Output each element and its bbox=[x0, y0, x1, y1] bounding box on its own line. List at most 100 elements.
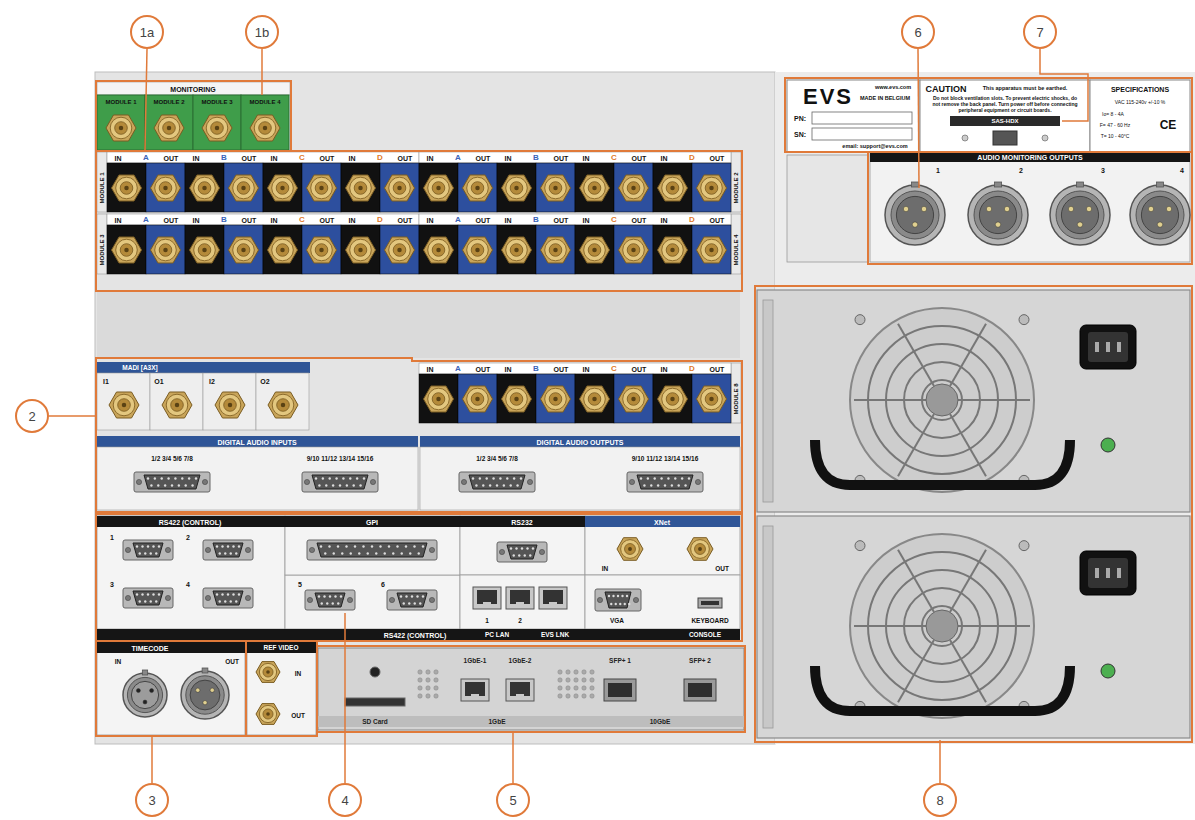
io-cell bbox=[614, 225, 653, 274]
rj45-opening bbox=[465, 682, 485, 696]
bnc-socket bbox=[627, 182, 640, 195]
db-pin bbox=[409, 552, 411, 554]
bnc-pin bbox=[228, 403, 233, 408]
bnc-pin bbox=[167, 126, 172, 131]
group-outline bbox=[96, 151, 742, 291]
bnc-socket bbox=[211, 122, 224, 135]
bnc-pin bbox=[436, 186, 441, 191]
bnc-socket bbox=[315, 182, 328, 195]
blank-plate bbox=[97, 292, 740, 358]
bnc-pin bbox=[202, 248, 207, 253]
bnc-body bbox=[701, 239, 723, 261]
rj45-notch bbox=[471, 694, 479, 697]
db-face bbox=[317, 543, 427, 557]
panel-label: I1 bbox=[103, 378, 109, 385]
vent-hole bbox=[558, 678, 562, 682]
db-pin bbox=[350, 552, 352, 554]
db-pin bbox=[688, 477, 690, 479]
panel-label: O2 bbox=[260, 378, 269, 385]
bnc-nut bbox=[190, 237, 220, 263]
xlr-shell bbox=[885, 185, 945, 245]
db-face bbox=[507, 545, 537, 559]
panel-label: TIMECODE bbox=[132, 644, 169, 651]
panel-section: RS422 (CONTROL)123456RS422 (CONTROL) bbox=[97, 516, 460, 640]
xlr-shell bbox=[1130, 185, 1190, 245]
bnc-pin bbox=[280, 248, 285, 253]
panel-section: XNetINOUT bbox=[585, 516, 740, 575]
panel-label: XNet bbox=[654, 518, 670, 525]
db-pin bbox=[496, 484, 498, 486]
inlet-pin bbox=[1117, 342, 1121, 352]
inlet-face bbox=[1088, 558, 1128, 588]
bnc-nut bbox=[162, 392, 192, 418]
db-pin bbox=[654, 477, 656, 479]
bnc-socket bbox=[549, 244, 562, 257]
db-pin bbox=[401, 552, 403, 554]
bnc-socket bbox=[259, 122, 272, 135]
io-cell bbox=[380, 163, 419, 212]
usb-opening bbox=[701, 601, 719, 605]
panel-label: RS422 (CONTROL) bbox=[159, 518, 222, 525]
db-pin bbox=[315, 477, 317, 479]
db-screw bbox=[136, 479, 141, 484]
db-pin bbox=[650, 484, 652, 486]
spec-plate bbox=[1090, 80, 1190, 152]
db-pin bbox=[171, 484, 173, 486]
leader-line bbox=[49, 415, 95, 417]
inlet-pin bbox=[1117, 568, 1121, 578]
db-screw bbox=[695, 479, 700, 484]
db-pin bbox=[167, 477, 169, 479]
db-pin bbox=[628, 603, 630, 605]
db-screw bbox=[125, 595, 130, 600]
panel-label: IN bbox=[505, 217, 512, 224]
bnc-pin bbox=[670, 248, 675, 253]
panel-section: GPI bbox=[285, 516, 460, 575]
bnc-nut bbox=[580, 175, 610, 201]
rj45-port bbox=[506, 587, 534, 609]
panel-label: SD Card bbox=[362, 718, 388, 725]
panel-label: 1 bbox=[110, 534, 114, 541]
leader-line bbox=[344, 613, 346, 783]
vent-hole bbox=[418, 686, 422, 690]
fan-spoke bbox=[950, 640, 986, 702]
panel-label: IN bbox=[505, 366, 512, 373]
bnc-socket bbox=[588, 244, 601, 257]
vent-hole bbox=[574, 670, 578, 674]
bnc-nut bbox=[215, 392, 245, 418]
db-screw bbox=[205, 547, 210, 552]
group-outline bbox=[785, 78, 1192, 152]
db-face bbox=[133, 591, 163, 605]
db-pin bbox=[141, 593, 143, 595]
bnc-body bbox=[428, 388, 450, 410]
db-face bbox=[213, 591, 243, 605]
db-pin bbox=[418, 552, 420, 554]
header-strip bbox=[97, 436, 418, 447]
vent-hole bbox=[566, 670, 570, 674]
callout-number: 3 bbox=[148, 794, 155, 807]
callout-number: 5 bbox=[509, 794, 516, 807]
bnc-socket bbox=[393, 182, 406, 195]
panel-label: T= 10 - 40°C bbox=[1101, 134, 1130, 139]
callout-circle bbox=[246, 16, 278, 48]
db-pin bbox=[499, 477, 501, 479]
db-screw bbox=[245, 547, 250, 552]
panel-label: MADI [A3X] bbox=[122, 364, 157, 371]
db-pin bbox=[238, 593, 240, 595]
fan-grille bbox=[922, 606, 962, 646]
db-pin bbox=[608, 595, 610, 597]
bnc-socket bbox=[588, 393, 601, 406]
io-cell bbox=[458, 374, 497, 423]
vent-hole bbox=[426, 694, 430, 698]
db-pin bbox=[657, 484, 659, 486]
db-pin bbox=[328, 545, 330, 547]
db-pin bbox=[610, 603, 612, 605]
rj45-port bbox=[473, 587, 501, 609]
db-pin bbox=[154, 477, 156, 479]
rj45-opening bbox=[543, 590, 563, 604]
fan-spoke bbox=[898, 640, 934, 702]
bnc-nut bbox=[619, 175, 649, 201]
bnc-nut bbox=[112, 237, 142, 263]
bnc-nut bbox=[580, 237, 610, 263]
panel-label: D bbox=[689, 154, 695, 162]
callout-number: 2 bbox=[28, 410, 35, 423]
